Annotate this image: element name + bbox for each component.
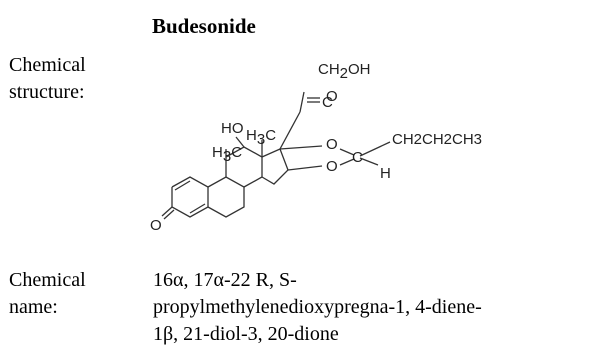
carbonyl-oxygen-label: O — [326, 88, 338, 105]
name-label-line-2: name: — [9, 296, 58, 318]
methyl-label-middle: H3C — [212, 144, 242, 165]
carbonyl-carbon-label: C — [322, 94, 333, 111]
chemical-name-value: 16α, 17α-22 R, S- propylmethylenedioxypr… — [153, 267, 482, 348]
structure-label-line-2: structure: — [9, 81, 85, 103]
acetal-oxygen-upper-label: O — [326, 136, 338, 153]
structure-atom-labels: CH2OH C O HO H3C H3C O O C H CH2CH2CH3 O — [150, 61, 482, 234]
methyl-label-top: H3C — [246, 127, 276, 148]
name-label-line-1: Chemical — [9, 269, 86, 291]
page-title: Budesonide — [152, 14, 256, 38]
ketone-oxygen-label: O — [150, 217, 162, 234]
structure-bonds — [161, 91, 391, 220]
hydroxymethyl-label: CH2OH — [318, 61, 371, 82]
name-value-line-1: 16α, 17α-22 R, S- — [153, 269, 297, 291]
chemical-name-label: Chemical name: — [9, 267, 86, 321]
structure-label-line-1: Chemical — [9, 54, 86, 76]
acetal-oxygen-lower-label: O — [326, 158, 338, 175]
acetal-hydrogen-label: H — [380, 165, 391, 182]
name-value-line-3: 1β, 21-diol-3, 20-dione — [153, 323, 339, 345]
propyl-label: CH2CH2CH3 — [392, 131, 482, 148]
hydroxy-label: HO — [221, 120, 244, 137]
name-value-line-2: propylmethylenedioxypregna-1, 4-diene- — [153, 296, 482, 318]
chemical-structure-diagram: CH2OH C O HO H3C H3C O O C H CH2CH2CH3 O — [150, 61, 482, 234]
structure-label: Chemical structure: — [9, 52, 86, 106]
acetal-carbon-label: C — [352, 149, 363, 166]
